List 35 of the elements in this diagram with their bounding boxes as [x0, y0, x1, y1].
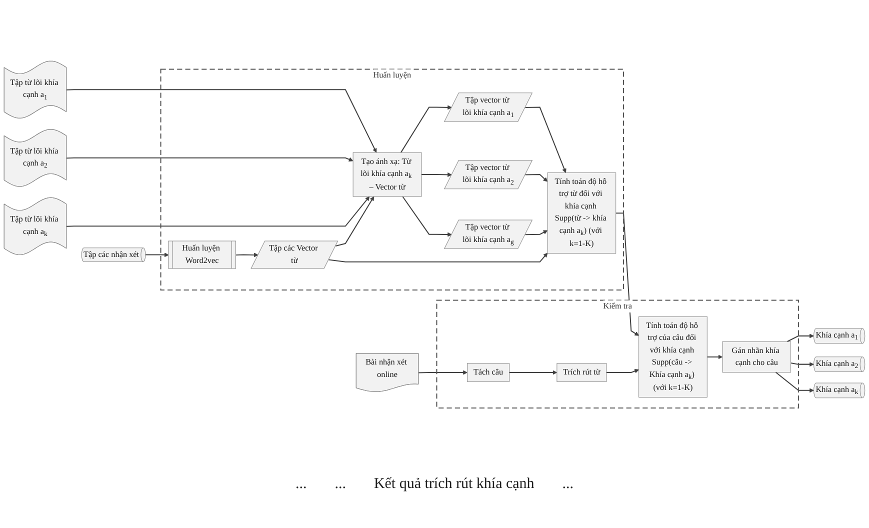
arrow	[775, 372, 814, 394]
arrow	[790, 362, 814, 368]
arrow	[336, 196, 374, 247]
arrow	[616, 213, 639, 336]
arrow	[525, 230, 548, 236]
node-text: Tập các nhận xét	[84, 250, 140, 260]
node-text: Khía cạnh a$_{2}$	[816, 360, 858, 370]
ellipsis-text: ...	[295, 476, 307, 493]
arrow	[525, 174, 548, 182]
node-text: Khía cạnh a$_{1}$	[816, 331, 858, 342]
arrow	[707, 355, 723, 360]
node-text: Khía cạnh a$_{k}$	[816, 386, 858, 396]
arrow	[421, 172, 452, 178]
arrow	[509, 370, 558, 376]
node-box: Gán nhãn khía cạnh cho câu	[722, 342, 792, 373]
arrow	[402, 196, 452, 238]
arrow	[66, 158, 354, 162]
ellipsis-text: ...	[562, 476, 574, 493]
node-box: Tạo ánh xạ: Từ lõi khía cạnh a$_{k}$ – Vector từ	[352, 152, 422, 198]
arrow	[66, 90, 377, 154]
arrow	[66, 196, 370, 228]
arrow	[400, 106, 452, 154]
node-box: Trích rút từ	[556, 364, 607, 382]
node-box: Tính toán độ hỗ trợ của câu đối với khía cạnh Supp(câu -> Khía cạnh a$_{k}$) (với k=1-K)	[638, 316, 708, 398]
arrow	[145, 253, 169, 258]
node-box: Tính toán độ hỗ trợ từ đối với khía cạnh Supp(từ -> khía cạnh a$_{k}$) (với k=1-K)	[547, 172, 616, 254]
caption-text: Kết quả trích rút khía cạnh	[374, 476, 534, 493]
arrow	[328, 253, 548, 263]
ellipsis-text: ...	[334, 476, 346, 493]
arrow	[606, 369, 639, 374]
arrow	[525, 107, 566, 174]
arrow	[236, 253, 258, 258]
arrow	[418, 370, 468, 376]
arrow	[786, 334, 814, 343]
node-box: Tách câu	[467, 364, 510, 382]
